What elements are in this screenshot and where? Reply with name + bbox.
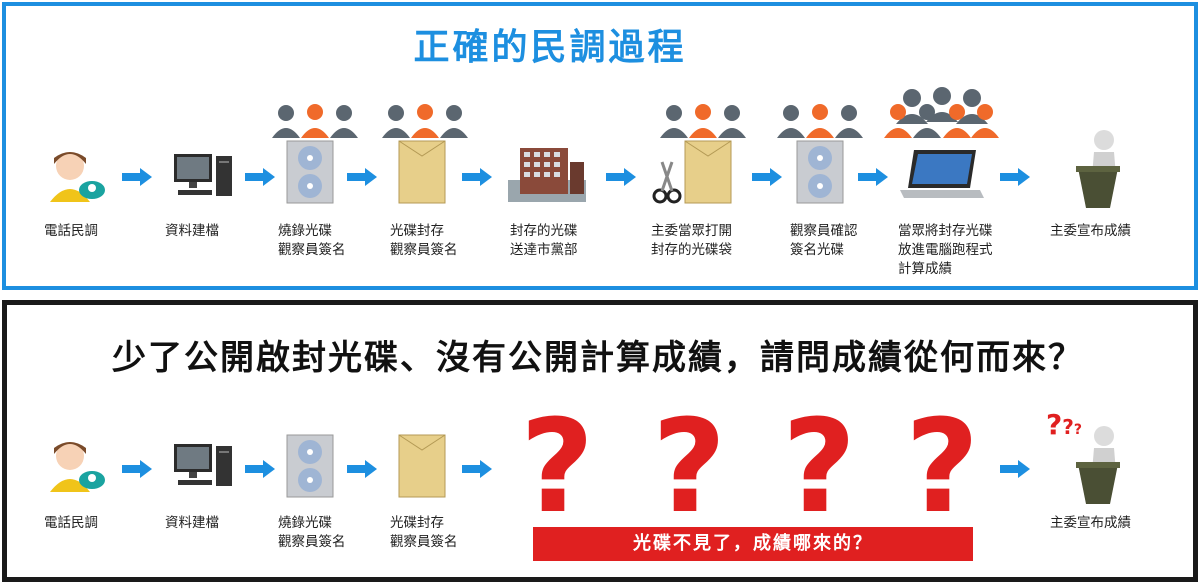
step-label: 光碟封存 觀察員簽名 — [390, 223, 458, 258]
desktop-computer-icon — [174, 444, 232, 486]
flow-arrow-icon — [122, 460, 152, 478]
step-label: 主委宣布成績 — [1050, 515, 1131, 531]
sealed-envelope-icon — [684, 140, 732, 204]
flow-arrow-icon — [462, 460, 492, 478]
missing-process-title: 少了公開啟封光碟、沒有公開計算成績，請問成績從何而來？ — [112, 338, 1084, 378]
step-label: 主委宣布成績 — [1050, 223, 1131, 239]
small-question-mark: ? — [1062, 415, 1074, 439]
step-label: 主委當眾打開 封存的光碟袋 — [651, 223, 732, 258]
observers-group-icon — [272, 104, 358, 138]
small-question-mark: ? — [1073, 422, 1082, 438]
observers-group-icon — [382, 104, 468, 138]
step-label: 光碟封存 觀察員簽名 — [390, 515, 458, 550]
disc-case-icon — [286, 140, 334, 204]
flow-arrow-icon — [245, 460, 275, 478]
small-question-mark: ? — [1046, 408, 1063, 441]
step-label: 觀察員確認 簽名光碟 — [790, 223, 858, 258]
podium-speaker-icon — [1076, 130, 1120, 208]
flow-arrow-icon — [606, 168, 636, 186]
flow-arrow-icon — [752, 168, 782, 186]
podium-speaker-icon — [1076, 426, 1120, 504]
flow-arrow-icon — [462, 168, 492, 186]
phone-operator-icon — [50, 152, 105, 202]
question-mark: ? — [905, 393, 980, 542]
question-mark: ? — [782, 393, 857, 542]
step-label: 封存的光碟 送達市黨部 — [510, 223, 578, 258]
crowd-icon — [884, 87, 999, 138]
flow-arrow-icon — [1000, 168, 1030, 186]
small-question-marks: ??? — [1046, 408, 1082, 441]
disc-case-icon — [286, 434, 334, 498]
observers-group-icon — [660, 104, 746, 138]
flow-arrow-icon — [347, 168, 377, 186]
correct-process-title: 正確的民調過程 — [413, 27, 687, 68]
flow-arrow-icon — [858, 168, 888, 186]
desktop-computer-icon — [174, 154, 232, 196]
correct-process-panel — [2, 2, 1198, 290]
step-label: 當眾將封存光碟 放進電腦跑程式 計算成績 — [898, 223, 993, 277]
phone-operator-icon — [50, 442, 105, 492]
sealed-envelope-icon — [398, 140, 446, 204]
step-label: 電話民調 — [44, 223, 98, 239]
step-label: 電話民調 — [44, 515, 98, 531]
question-mark: ? — [520, 393, 595, 542]
flow-arrow-icon — [122, 168, 152, 186]
scissors-icon — [652, 161, 682, 204]
observers-group-icon — [777, 104, 863, 138]
laptop-icon — [900, 150, 984, 198]
step-label: 燒錄光碟 觀察員簽名 — [278, 223, 346, 258]
step-label: 資料建檔 — [165, 515, 219, 531]
question-mark: ? — [652, 393, 727, 542]
sealed-envelope-icon — [398, 434, 446, 498]
step-label: 資料建檔 — [165, 223, 219, 239]
flow-arrow-icon — [1000, 460, 1030, 478]
disc-case-icon — [796, 140, 844, 204]
flow-arrow-icon — [347, 460, 377, 478]
step-label: 燒錄光碟 觀察員簽名 — [278, 515, 346, 550]
flow-arrow-icon — [245, 168, 275, 186]
missing-disc-banner: 光碟不見了，成績哪來的？ — [533, 527, 973, 561]
party-headquarters-building-icon — [508, 148, 586, 202]
